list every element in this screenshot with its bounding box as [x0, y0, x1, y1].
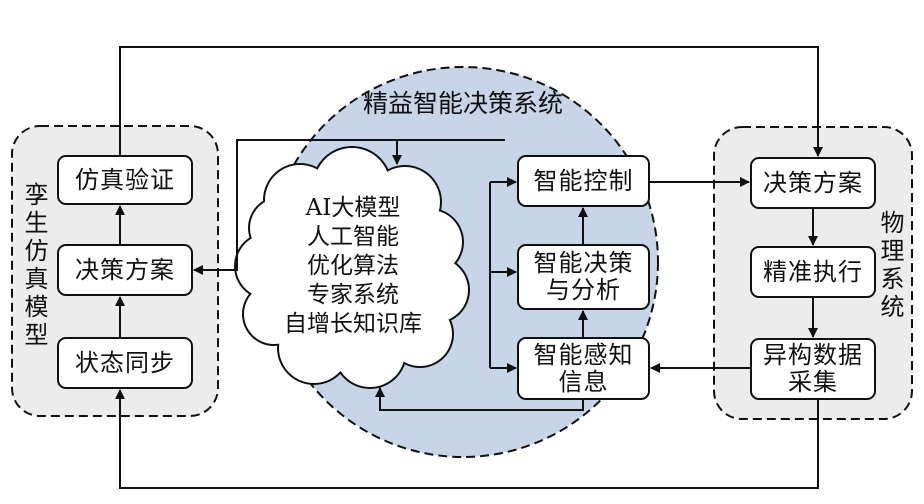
twin-state-sync-box: 状态同步 [57, 337, 193, 389]
twin-simulation-verification-box: 仿真验证 [57, 155, 193, 205]
arrow-system-to-twin-decision-plan [193, 139, 505, 275]
cloud-line-optimization: 优化算法 [307, 253, 399, 279]
twin-model-label: 孪生仿真模型 [20, 182, 48, 350]
cloud-line-ai-model: AI大模型 [305, 195, 401, 221]
decision-system-title: 精益智能决策系统 [362, 89, 563, 118]
physical-data-collection-line-2: 采集 [788, 368, 838, 396]
decision-analysis-line-2: 与分析 [546, 276, 621, 304]
intelligent-control-label: 智能控制 [533, 166, 634, 195]
twin-decision-plan-label: 决策方案 [75, 255, 175, 284]
physical-decision-plan-label: 决策方案 [763, 168, 863, 197]
physical-data-collection-box: 异构数据 采集 [750, 338, 876, 400]
physical-data-collection-line-1: 异构数据 [763, 341, 863, 369]
cloud-line-expert-system: 专家系统 [307, 282, 399, 308]
cloud-line-knowledge-base: 自增长知识库 [284, 311, 422, 337]
physical-precise-execution-box: 精准执行 [750, 246, 876, 298]
twin-simulation-verification-label: 仿真验证 [75, 165, 175, 194]
cloud-line-ai: 人工智能 [307, 224, 399, 250]
physical-system-label: 物理系统 [876, 210, 904, 322]
twin-decision-plan-box: 决策方案 [57, 244, 193, 296]
perception-box: 智能感知 信息 [517, 337, 650, 400]
arrow-verification-to-physical-plan [119, 46, 823, 157]
twin-state-sync-label: 状态同步 [75, 348, 175, 377]
physical-precise-execution-label: 精准执行 [763, 257, 863, 286]
physical-decision-plan-box: 决策方案 [750, 157, 876, 209]
knowledge-cloud [234, 146, 470, 389]
intelligent-control-box: 智能控制 [517, 155, 650, 207]
perception-line-2: 信息 [558, 367, 609, 396]
decision-analysis-box: 智能决策 与分析 [517, 244, 650, 310]
cloud-text: AI大模型 人工智能 优化算法 专家系统 自增长知识库 [256, 194, 450, 339]
arrow-perception-to-cloud [375, 387, 584, 411]
arrow-data-collection-to-state-sync [115, 389, 819, 489]
perception-line-1: 智能感知 [533, 340, 634, 369]
decision-analysis-line-1: 智能决策 [533, 249, 634, 277]
